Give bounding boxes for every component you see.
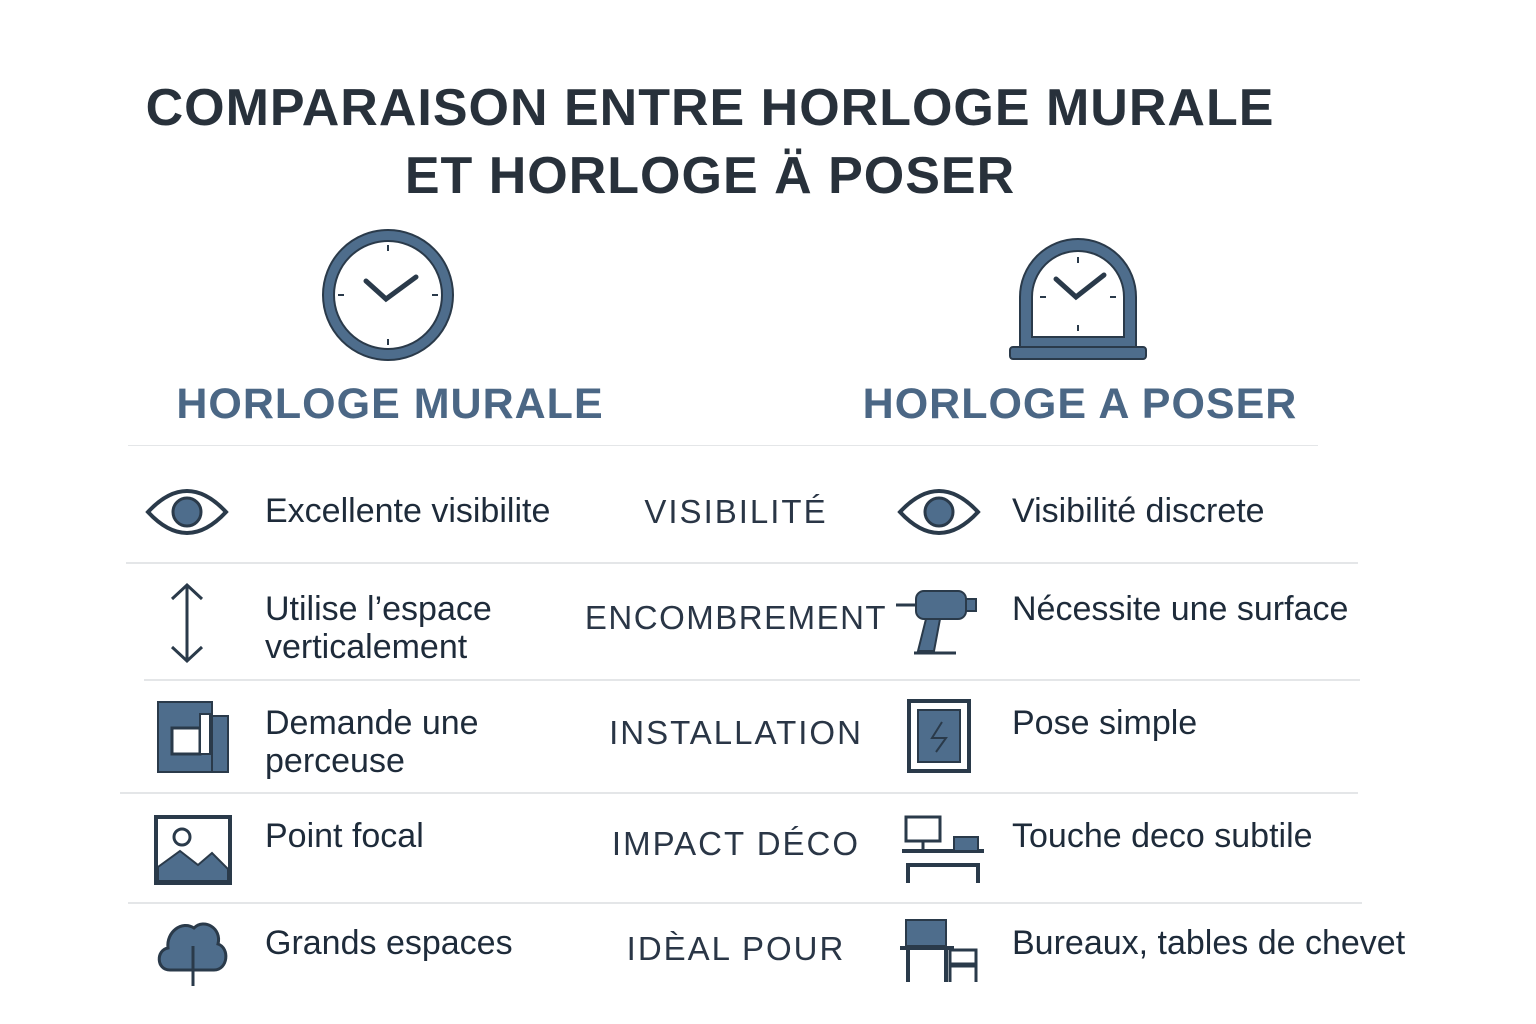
left-value: Grands espaces xyxy=(265,924,513,962)
criterion-label: IMPACT DÉCO xyxy=(611,825,861,862)
tree-icon xyxy=(157,922,228,986)
right-value: Visibilité discrete xyxy=(1012,492,1265,530)
comparison-row-impact-deco: Point focal IMPACT DÉCO Touche deco subt… xyxy=(0,805,1536,900)
criterion-label: INSTALLATION xyxy=(609,714,863,751)
column-heading-left: HORLOGE MURALE xyxy=(176,380,604,428)
left-value: Demande une perceuse xyxy=(265,704,479,780)
row-divider xyxy=(128,902,1362,904)
right-value: Pose simple xyxy=(1012,704,1198,742)
desk-icon xyxy=(902,815,984,883)
right-value: Nécessite une surface xyxy=(1012,590,1349,628)
left-value: Point focal xyxy=(265,817,424,855)
page-title-line1: COMPARAISON ENTRE HORLOGE MURALE xyxy=(145,79,1275,137)
drill-icon xyxy=(896,590,977,655)
page-title-line2: ET HORLOGE Ä POSER xyxy=(404,147,1016,205)
row-divider xyxy=(144,679,1360,681)
desk-chair-icon xyxy=(900,919,978,982)
image-icon xyxy=(154,815,232,885)
panel-icon xyxy=(157,701,229,773)
right-value: Touche deco subtile xyxy=(1012,817,1313,855)
row-divider xyxy=(120,792,1358,794)
header-divider xyxy=(128,445,1318,446)
eye-icon xyxy=(897,489,981,535)
left-value: Utilise l’espace verticalement xyxy=(265,590,492,666)
mantel-clock-icon xyxy=(1009,238,1147,360)
eye-icon xyxy=(145,489,229,535)
left-value: Excellente visibilite xyxy=(265,492,551,530)
comparison-row-visibilite: Excellente visibilite VISIBILITÉ Visibil… xyxy=(0,470,1536,560)
row-divider xyxy=(126,562,1358,564)
comparison-row-encombrement: Utilise l’espace verticalement ENCOMBREM… xyxy=(0,575,1536,680)
wall-clock-icon xyxy=(322,229,454,361)
right-value: Bureaux, tables de chevet xyxy=(1012,924,1406,962)
vertical-arrow-icon xyxy=(170,582,204,664)
comparison-row-installation: Demande une perceuse INSTALLATION Pose s… xyxy=(0,690,1536,790)
criterion-label: VISIBILITÉ xyxy=(644,493,828,530)
comparison-row-ideal-pour: Grands espaces IDÈAL POUR Bureaux, table… xyxy=(0,912,1536,1012)
column-heading-right: HORLOGE A POSER xyxy=(862,380,1298,428)
criterion-label: IDÈAL POUR xyxy=(626,930,846,967)
frame-icon xyxy=(907,699,971,773)
criterion-label: ENCOMBREMENT xyxy=(584,599,888,636)
